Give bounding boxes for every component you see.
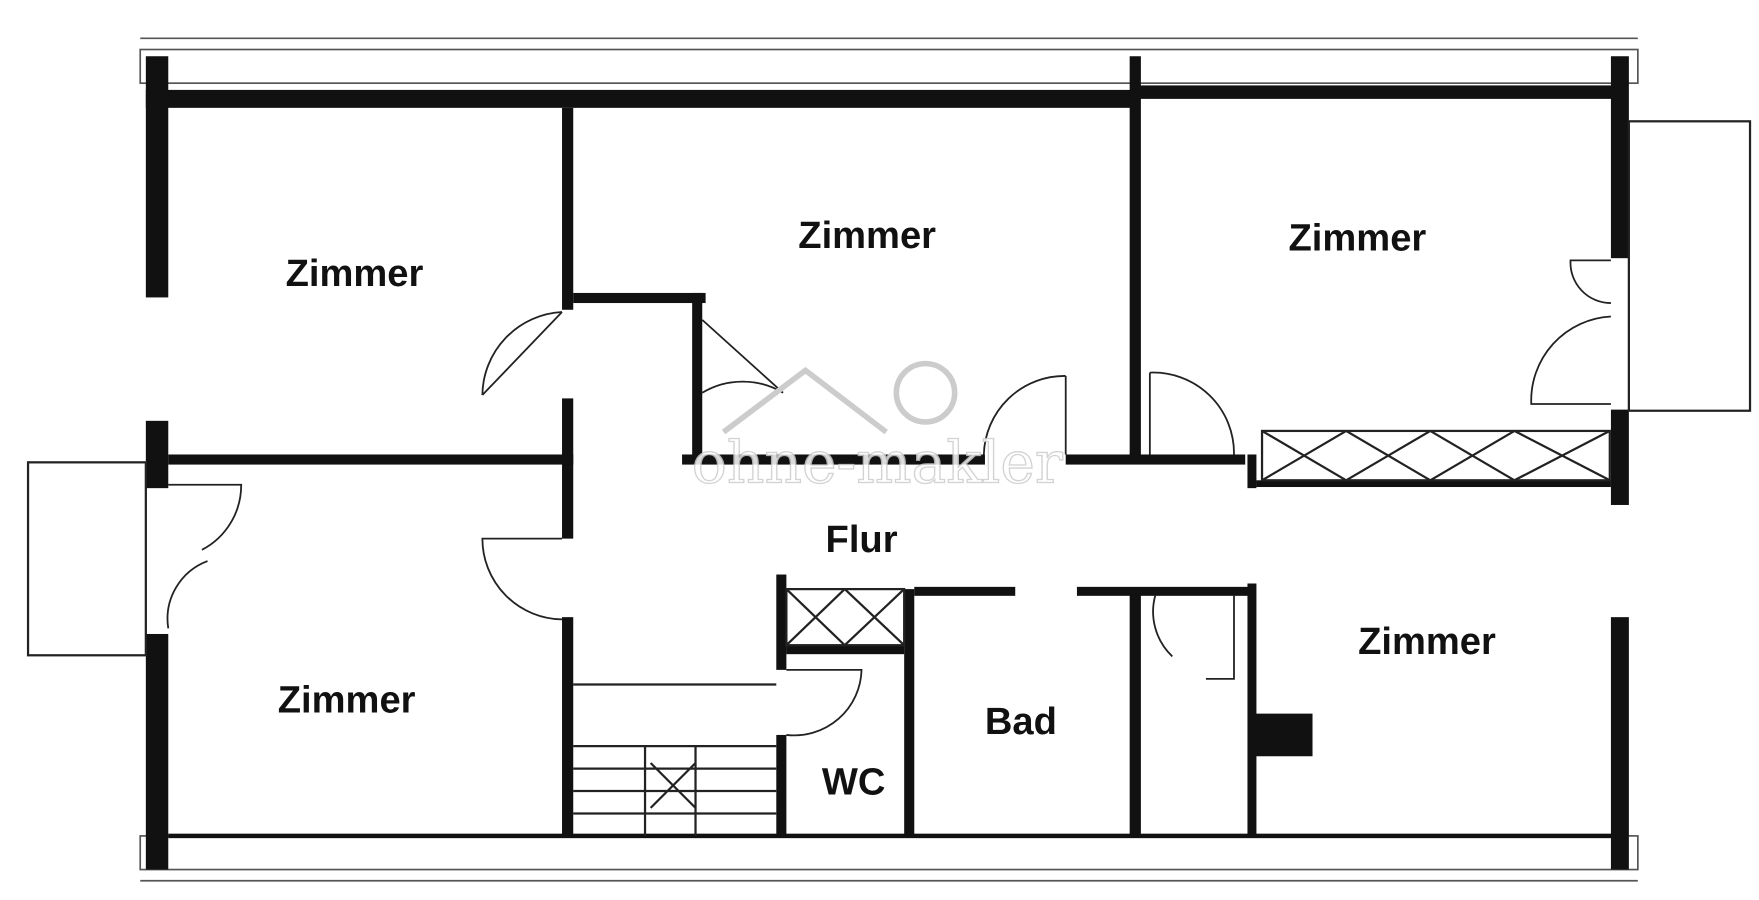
room-label-zimmer-bottom-right: Zimmer <box>1358 620 1496 663</box>
room-label-zimmer-bottom-left: Zimmer <box>278 679 416 722</box>
room-label-zimmer-top-left: Zimmer <box>286 252 424 295</box>
room-label-flur: Flur <box>826 518 898 561</box>
outer-walls <box>145 56 1629 870</box>
room-label-wc: WC <box>822 760 886 803</box>
stairs <box>573 683 777 836</box>
room-label-bad: Bad <box>985 700 1057 743</box>
watermark-text: ohne-makler <box>692 429 1063 497</box>
doors <box>166 259 1611 737</box>
room-label-zimmer-top-middle: Zimmer <box>798 214 936 257</box>
interior-walls <box>168 56 1611 836</box>
balconies <box>26 120 1752 657</box>
room-label-zimmer-top-right: Zimmer <box>1289 216 1427 259</box>
closets <box>785 429 1611 647</box>
watermark: ohne-makler <box>691 360 1064 497</box>
room-labels: Zimmer Zimmer Zimmer Zimmer Zimmer Flur … <box>278 214 1496 803</box>
